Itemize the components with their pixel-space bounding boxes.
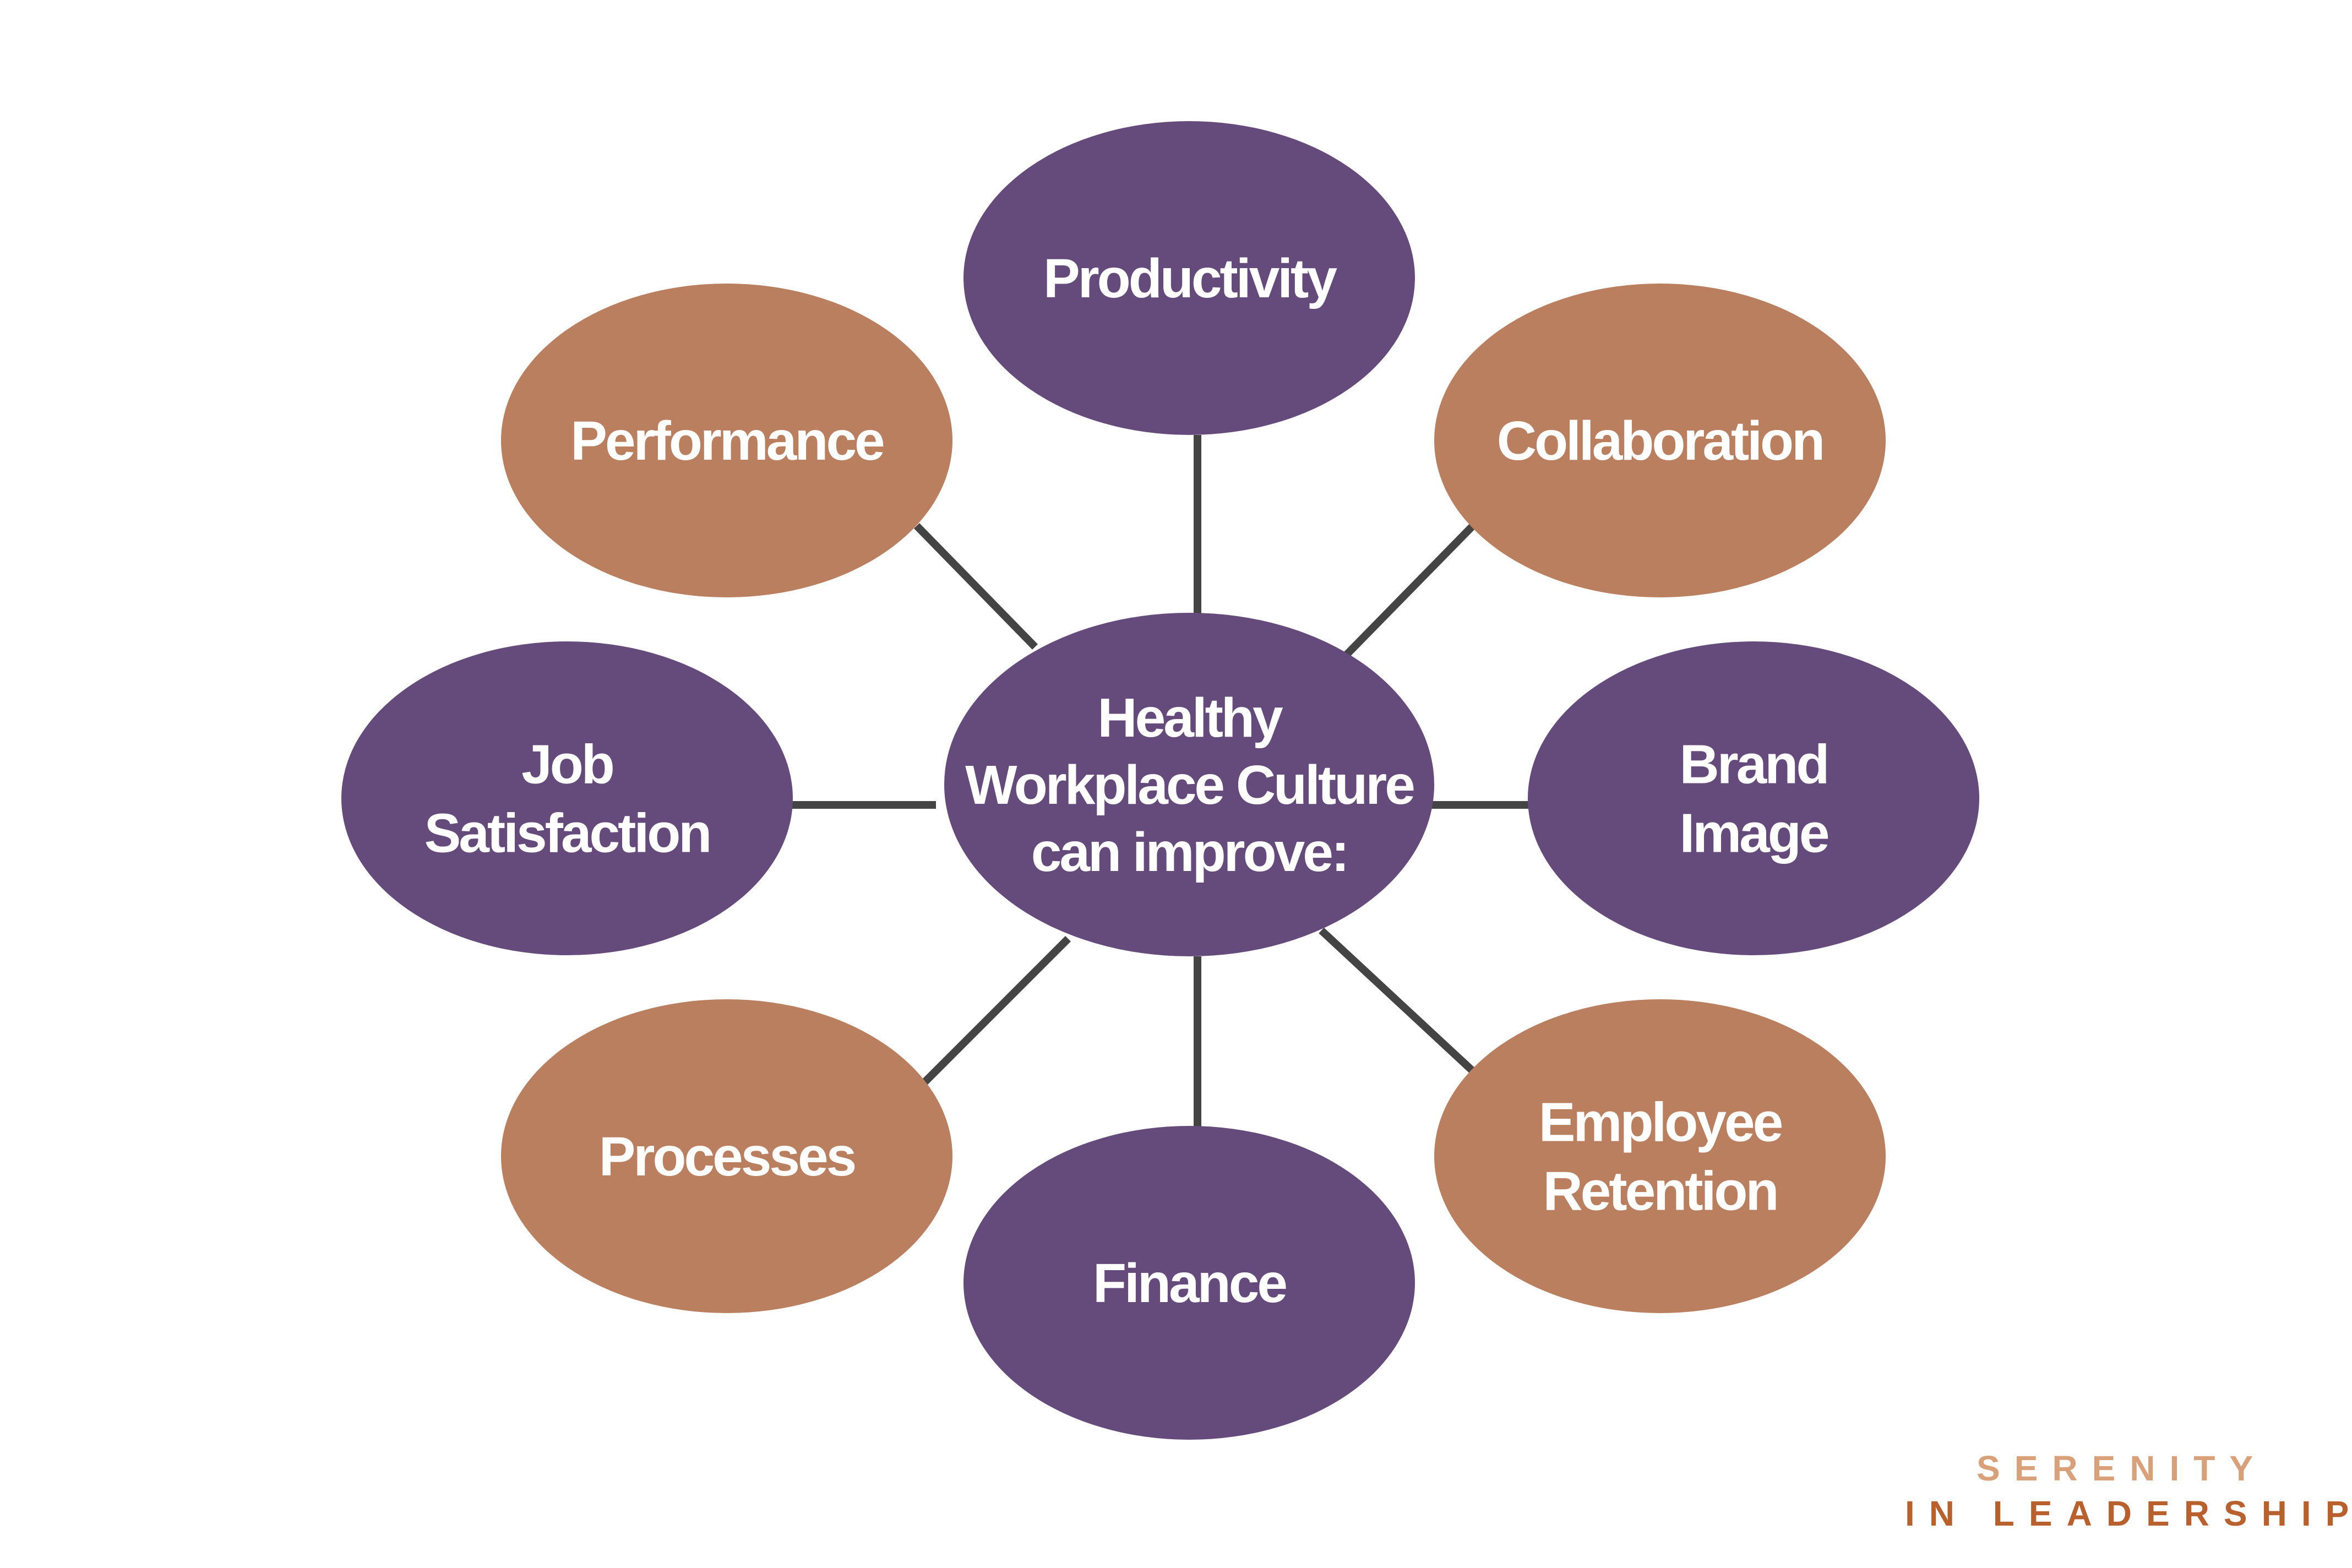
node-performance: Performance	[501, 284, 952, 597]
node-processes: Processes	[501, 999, 952, 1313]
node-processes-ellipse	[501, 999, 952, 1313]
node-center-label-line-3: can improve:	[1031, 821, 1347, 883]
node-finance: Finance	[963, 1126, 1415, 1440]
connector-collaboration	[1340, 520, 1479, 661]
node-center-label-line-1: Healthy	[1097, 687, 1283, 749]
connector-processes	[922, 936, 1071, 1085]
node-collaboration-ellipse	[1434, 284, 1886, 597]
node-finance-label-line-1: Finance	[1093, 1253, 1286, 1314]
node-brand-image-label-line-2: Image	[1679, 803, 1828, 864]
node-job-satisfaction-label-line-1: Job	[521, 734, 613, 796]
node-collaboration-label-line-1: Collaboration	[1497, 410, 1823, 472]
node-productivity: Productivity	[963, 121, 1415, 435]
node-employee-retention-ellipse	[1434, 999, 1886, 1313]
node-performance-label-line-1: Performance	[570, 410, 884, 472]
node-performance-ellipse	[501, 284, 952, 597]
node-brand-image-label-line-1: Brand	[1680, 734, 1828, 796]
node-productivity-label-line-1: Productivity	[1043, 248, 1337, 309]
node-employee-retention-label-line-1: Employee	[1539, 1092, 1782, 1153]
connector-employee-retention	[1319, 927, 1478, 1077]
node-productivity-ellipse	[963, 121, 1415, 435]
node-brand-image-ellipse	[1528, 641, 1979, 955]
node-job-satisfaction-label-line-2: Satisfaction	[424, 803, 710, 864]
nodes: ProductivityCollaborationBrandImageEmplo…	[341, 121, 1979, 1440]
node-employee-retention-label-line-2: Retention	[1543, 1161, 1777, 1222]
connectors	[787, 435, 1536, 1129]
connector-performance	[913, 523, 1038, 650]
node-center-ellipse	[944, 613, 1434, 956]
node-center-label-line-2: Workplace Culture	[965, 754, 1414, 816]
node-finance-ellipse	[963, 1126, 1415, 1440]
node-job-satisfaction-ellipse	[341, 641, 793, 955]
brand-serenity: SERENITY	[1977, 1449, 2268, 1488]
node-collaboration: Collaboration	[1434, 284, 1886, 597]
brand-in-leadership: IN LEADERSHIP	[1905, 1494, 2352, 1533]
node-processes-label-line-1: Processes	[599, 1126, 855, 1188]
